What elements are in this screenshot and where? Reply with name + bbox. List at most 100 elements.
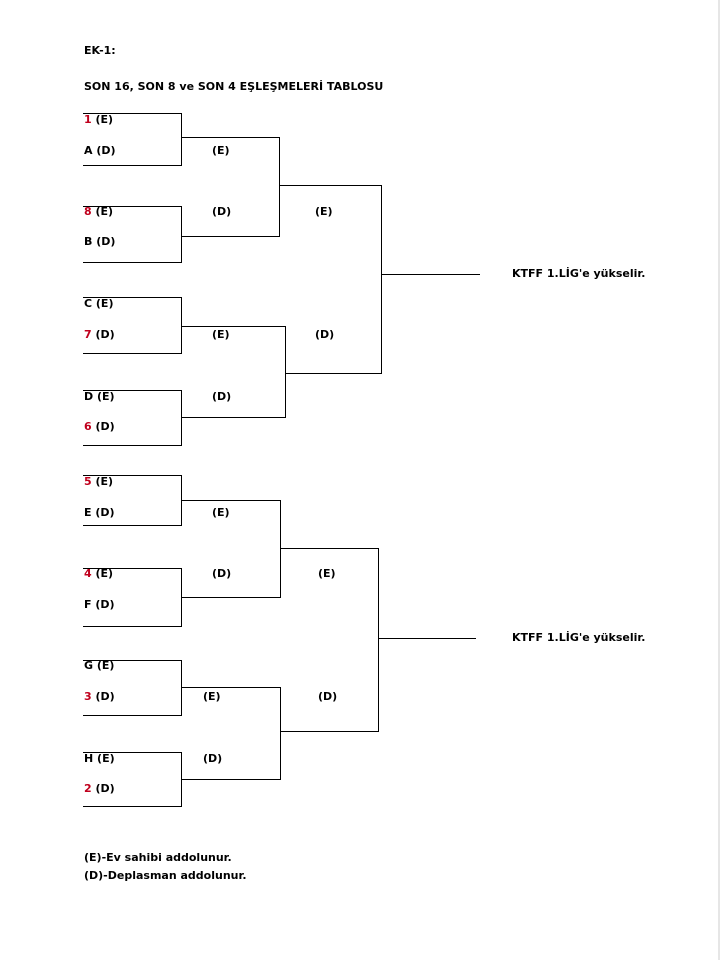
bracket-1-quarter-join-line	[279, 137, 280, 237]
team-role: (D)	[91, 420, 115, 433]
bracket-2-pair-top-line	[83, 475, 181, 476]
seed-number: 6	[84, 420, 92, 433]
bracket-2-pair-bottom-line	[83, 715, 181, 716]
bracket-2-quarter-label: (D)	[212, 567, 232, 580]
bracket-2-pair-top-line	[83, 752, 181, 753]
bracket-2-quarter-join-line	[280, 500, 281, 598]
bracket-2-team-entry: F (D)	[84, 598, 115, 612]
bracket-1-semi-line	[285, 373, 381, 374]
bracket-1-quarter-line	[181, 236, 279, 237]
team-role: (D)	[92, 235, 116, 248]
team-role: (D)	[91, 506, 115, 519]
bracket-1-pair-top-line	[83, 297, 181, 298]
bracket-1-team-entry: B (D)	[84, 235, 115, 249]
seed-number: 1	[84, 113, 92, 126]
seed-number: 7	[84, 328, 92, 341]
seed-number: 4	[84, 567, 92, 580]
bracket-1-team-entry: 6 (D)	[84, 420, 115, 434]
legend-away: (D)-Deplasman addolunur.	[84, 869, 247, 882]
team-role: (E)	[93, 390, 115, 403]
bracket-1-semi-label: (E)	[315, 205, 333, 218]
bracket-2-quarter-label: (D)	[203, 752, 223, 765]
team-name: B	[84, 235, 93, 248]
bracket-2-pair-top-line	[83, 568, 181, 569]
bracket-1-team-entry: 8 (E)	[84, 205, 113, 219]
bracket-2-team-entry: E (D)	[84, 506, 115, 520]
legend-home: (E)-Ev sahibi addolunur.	[84, 851, 232, 864]
seed-number: 8	[84, 205, 92, 218]
team-role: (E)	[93, 659, 115, 672]
bracket-1-pair-bottom-line	[83, 262, 181, 263]
bracket-1-pair-join-line	[181, 297, 182, 354]
team-role: (D)	[91, 328, 115, 341]
bracket-2-pair-bottom-line	[83, 806, 181, 807]
team-role: (D)	[92, 144, 116, 157]
bracket-2-team-entry: 3 (D)	[84, 690, 115, 704]
bracket-2-quarter-label: (E)	[212, 506, 230, 519]
bracket-1-pair-top-line	[83, 390, 181, 391]
page-title: SON 16, SON 8 ve SON 4 EŞLEŞMELERİ TABLO…	[84, 80, 384, 93]
bracket-2-semi-label: (D)	[318, 690, 338, 703]
team-role: (D)	[91, 598, 115, 611]
bracket-2-quarter-join-line	[280, 687, 281, 780]
bracket-1-quarter-line	[181, 326, 285, 327]
bracket-1-quarter-join-line	[285, 326, 286, 418]
team-role: (E)	[91, 475, 114, 488]
bracket-1-team-entry: D (E)	[84, 390, 115, 404]
seed-number: 2	[84, 782, 92, 795]
bracket-1-semi-label: (D)	[315, 328, 335, 341]
bracket-2-semi-join-line	[378, 548, 379, 732]
team-name: C	[84, 297, 93, 310]
bracket-1-promotion-text: KTFF 1.LİG'e yükselir.	[512, 267, 646, 280]
bracket-1-quarter-label: (E)	[212, 328, 230, 341]
bracket-1-pair-join-line	[181, 206, 182, 263]
bracket-1-quarter-label: (D)	[212, 390, 232, 403]
bracket-1-team-entry: 7 (D)	[84, 328, 115, 342]
team-name: E	[84, 506, 92, 519]
team-name: H	[84, 752, 94, 765]
page-edge	[718, 0, 720, 960]
team-role: (D)	[91, 690, 115, 703]
bracket-2-quarter-line	[181, 597, 280, 598]
team-name: A	[84, 144, 93, 157]
bracket-2-team-entry: 5 (E)	[84, 475, 113, 489]
bracket-1-team-entry: C (E)	[84, 297, 113, 311]
team-role: (D)	[91, 782, 115, 795]
bracket-1-pair-join-line	[181, 113, 182, 166]
bracket-1-pair-top-line	[83, 206, 181, 207]
team-role: (E)	[93, 752, 115, 765]
bracket-2-semi-line	[280, 731, 378, 732]
bracket-2-quarter-line	[181, 500, 280, 501]
team-role: (E)	[91, 567, 114, 580]
bracket-1-final-line	[381, 274, 480, 275]
bracket-1-quarter-line	[181, 137, 279, 138]
bracket-1-pair-join-line	[181, 390, 182, 446]
bracket-2-semi-line	[280, 548, 378, 549]
bracket-2-pair-join-line	[181, 660, 182, 716]
team-name: G	[84, 659, 94, 672]
bracket-2-quarter-label: (E)	[203, 690, 221, 703]
bracket-2-pair-bottom-line	[83, 525, 181, 526]
seed-number: 5	[84, 475, 92, 488]
bracket-2-pair-top-line	[83, 660, 181, 661]
bracket-2-semi-label: (E)	[318, 567, 336, 580]
annex-label: EK-1:	[84, 44, 116, 57]
team-role: (E)	[91, 113, 114, 126]
team-name: D	[84, 390, 94, 403]
bracket-1-semi-join-line	[381, 185, 382, 374]
team-role: (E)	[91, 205, 114, 218]
bracket-1-quarter-label: (E)	[212, 144, 230, 157]
bracket-2-final-line	[378, 638, 476, 639]
team-role: (E)	[92, 297, 114, 310]
bracket-2-team-entry: G (E)	[84, 659, 114, 673]
bracket-1-pair-bottom-line	[83, 165, 181, 166]
bracket-1-pair-top-line	[83, 113, 181, 114]
bracket-1-quarter-label: (D)	[212, 205, 232, 218]
bracket-1-team-entry: A (D)	[84, 144, 116, 158]
bracket-2-quarter-line	[181, 779, 280, 780]
bracket-2-team-entry: H (E)	[84, 752, 115, 766]
bracket-1-team-entry: 1 (E)	[84, 113, 113, 127]
bracket-2-pair-bottom-line	[83, 626, 181, 627]
bracket-2-team-entry: 4 (E)	[84, 567, 113, 581]
